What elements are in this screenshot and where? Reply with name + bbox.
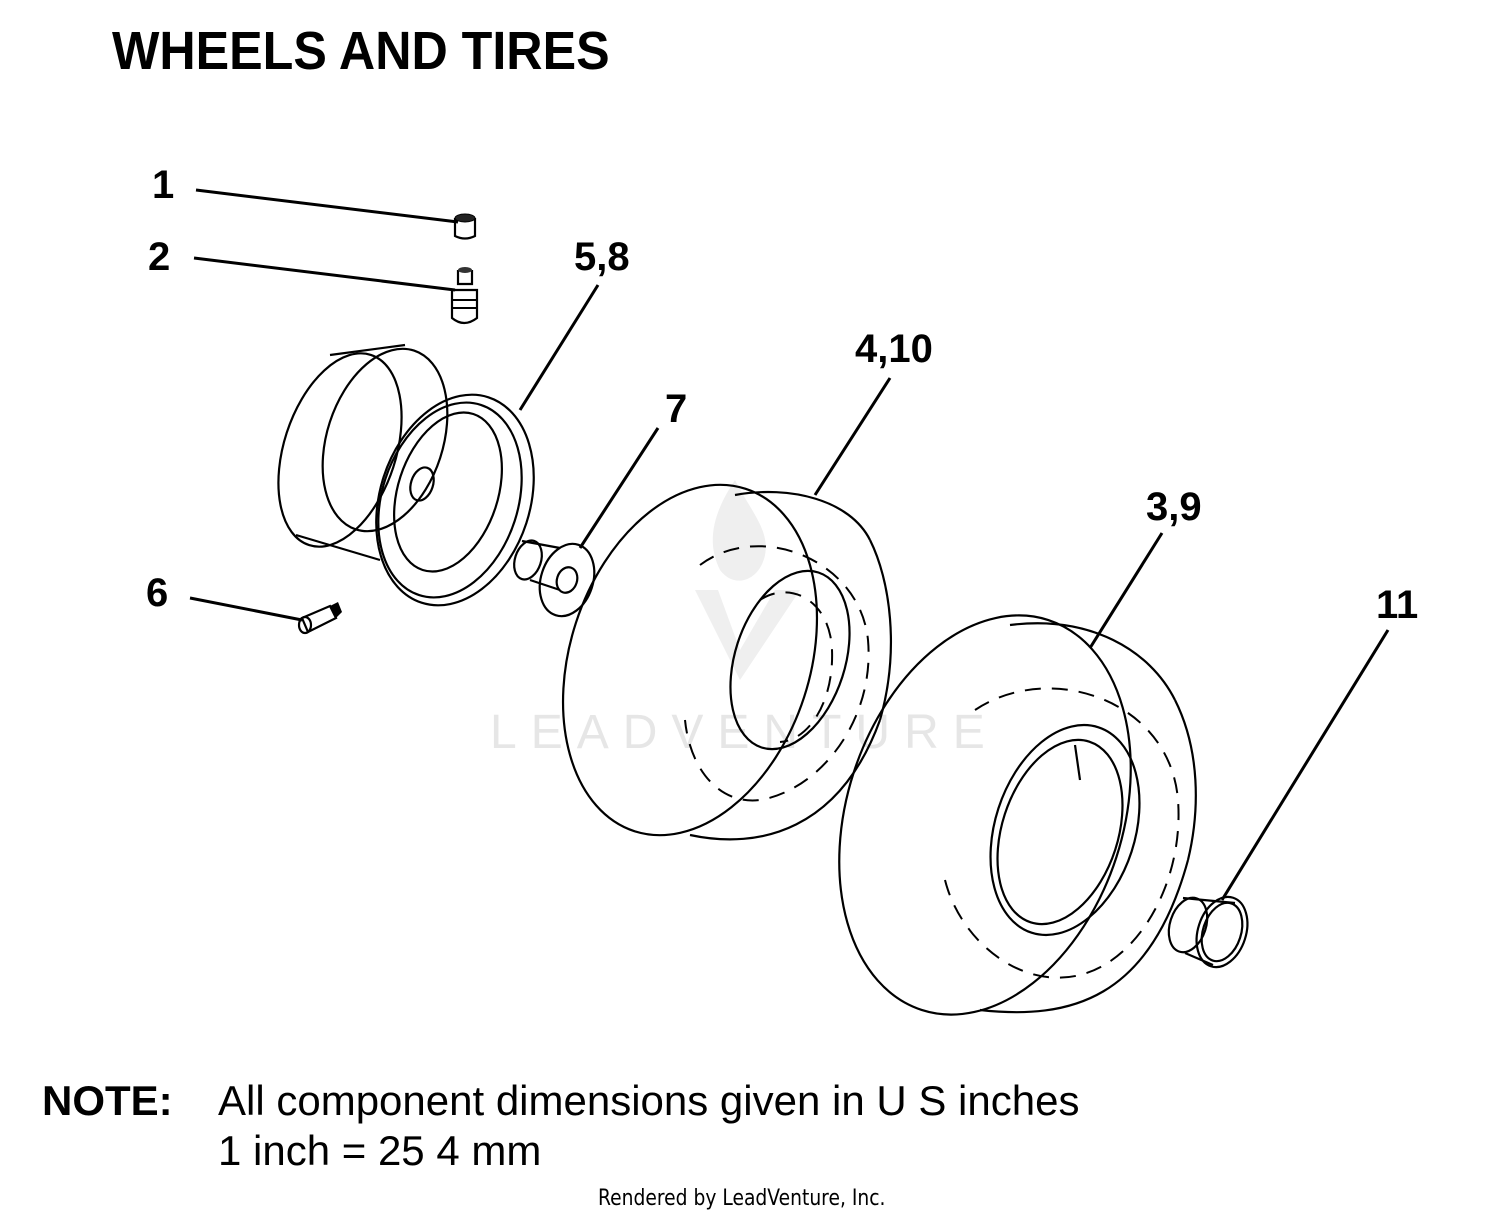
leader-1 bbox=[195, 188, 459, 224]
callout-5-8: 5,8 bbox=[574, 235, 630, 279]
leader-3-9 bbox=[1088, 532, 1164, 649]
leader-4-10 bbox=[813, 377, 892, 496]
note-label: NOTE: bbox=[42, 1077, 173, 1124]
leader-7 bbox=[578, 427, 660, 549]
leader-2 bbox=[193, 256, 456, 292]
watermark-text: LEADVENTURE bbox=[490, 706, 999, 759]
wheel-rim-part bbox=[277, 343, 535, 607]
render-credit: Rendered by LeadVenture, Inc. bbox=[598, 1186, 886, 1211]
watermark: LEADVENTURE bbox=[490, 480, 999, 759]
leader-11 bbox=[1220, 629, 1390, 901]
note-line-2: 1 inch = 25 4 mm bbox=[218, 1127, 542, 1174]
front-tire-part bbox=[561, 483, 892, 841]
page-title: WHEELS AND TIRES bbox=[112, 21, 610, 81]
callout-4-10: 4,10 bbox=[855, 327, 933, 371]
callout-2: 2 bbox=[148, 235, 170, 279]
leader-6 bbox=[189, 596, 303, 622]
callout-7: 7 bbox=[665, 387, 687, 431]
bushing-part bbox=[513, 539, 596, 618]
bolt-part bbox=[297, 602, 342, 635]
callout-1: 1 bbox=[152, 163, 174, 207]
leader-5-8 bbox=[518, 284, 600, 411]
callout-11: 11 bbox=[1376, 583, 1418, 627]
callout-3-9: 3,9 bbox=[1146, 485, 1202, 529]
hub-cap-part bbox=[1167, 895, 1249, 969]
callout-6: 6 bbox=[146, 571, 168, 615]
leader-lines bbox=[189, 188, 1390, 901]
valve-stem-part bbox=[450, 267, 479, 325]
note-line-1: All component dimensions given in U S in… bbox=[218, 1077, 1080, 1124]
rear-tire-part bbox=[838, 614, 1197, 1016]
valve-cap-part bbox=[453, 213, 477, 240]
